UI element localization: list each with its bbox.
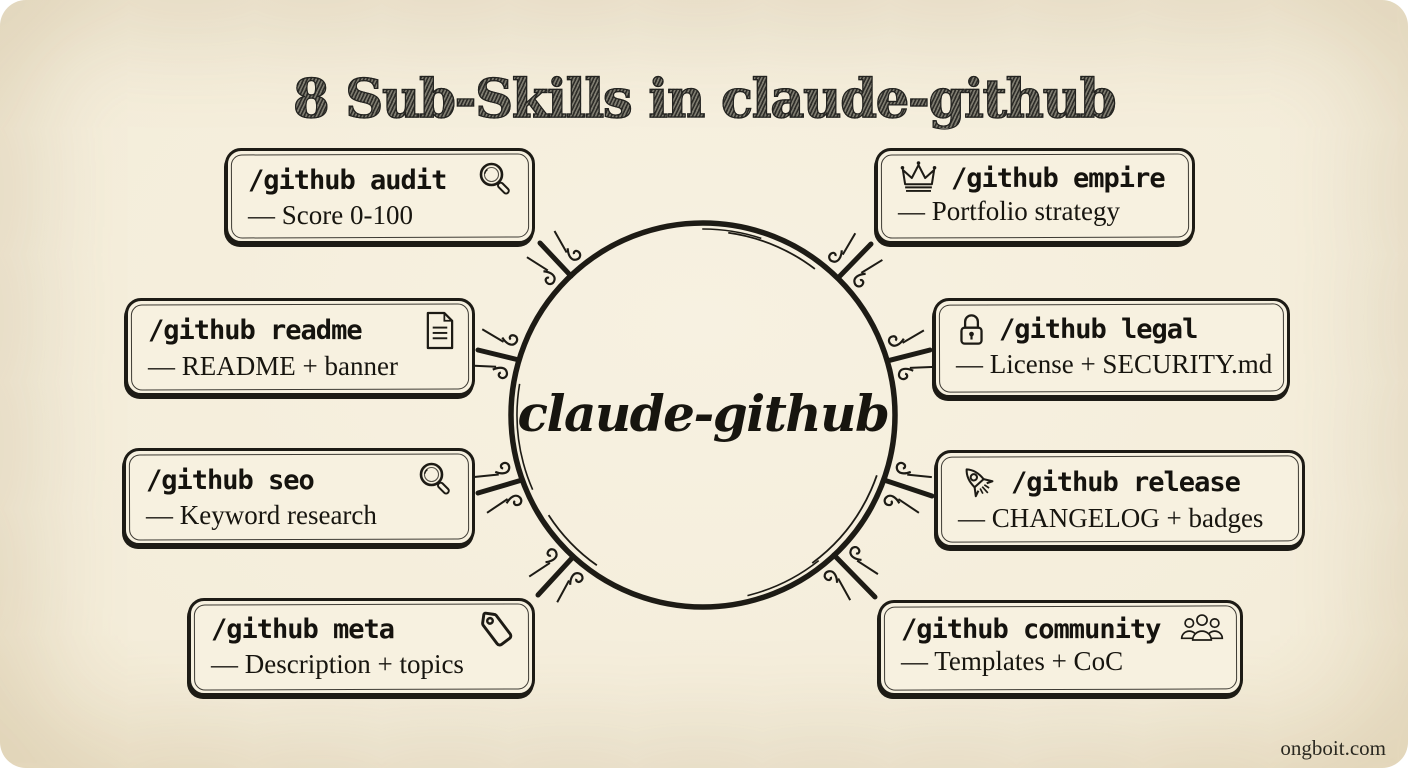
- card-title-legal: /github legal: [999, 314, 1198, 345]
- card-title-readme: /github readme: [148, 315, 363, 346]
- card-github-seo: /github seo — Keyword research: [123, 448, 475, 546]
- card-github-legal: /github legal — License + SECURITY.md: [933, 298, 1290, 398]
- card-github-audit: /github audit — Score 0-100: [225, 148, 535, 244]
- card-github-community: /github community — Templates + CoC: [878, 600, 1243, 696]
- card-subtitle-legal: — License + SECURITY.md: [956, 349, 1273, 379]
- card-github-readme: /github readme — README + banner: [125, 298, 475, 396]
- magnifier-icon: [416, 460, 456, 500]
- card-subtitle-audit: — Score 0-100: [248, 200, 413, 230]
- card-subtitle-community: — Templates + CoC: [901, 646, 1124, 676]
- watermark: ongboit.com: [1280, 736, 1386, 760]
- people-icon: [1180, 612, 1224, 646]
- card-title-seo: /github seo: [146, 464, 315, 496]
- magnifier-icon: [476, 160, 516, 200]
- tag-icon: [477, 610, 516, 649]
- card-github-release: /github release — CHANGELOG + badges: [935, 450, 1305, 548]
- crown-icon: [898, 160, 939, 196]
- card-subtitle-empire: — Portfolio strategy: [898, 196, 1120, 226]
- card-github-meta: /github meta — Description + topics: [188, 598, 535, 696]
- card-subtitle-seo: — Keyword research: [146, 500, 377, 530]
- card-github-empire: /github empire — Portfolio strategy: [875, 148, 1195, 244]
- page-title: 8 Sub-Skills in claude-github: [0, 69, 1408, 129]
- document-icon: [423, 310, 456, 351]
- card-title-meta: /github meta: [211, 614, 395, 645]
- card-subtitle-meta: — Description + topics: [211, 649, 464, 679]
- card-subtitle-readme: — README + banner: [148, 351, 398, 381]
- card-title-community: /github community: [901, 613, 1161, 645]
- card-title-release: /github release: [1011, 467, 1241, 498]
- hub-circle-label: claude-github: [517, 384, 890, 443]
- lock-icon: [956, 310, 987, 349]
- card-title-audit: /github audit: [248, 164, 447, 196]
- rocket-icon: [958, 462, 999, 503]
- card-subtitle-release: — CHANGELOG + badges: [958, 503, 1264, 533]
- card-title-empire: /github empire: [951, 162, 1166, 194]
